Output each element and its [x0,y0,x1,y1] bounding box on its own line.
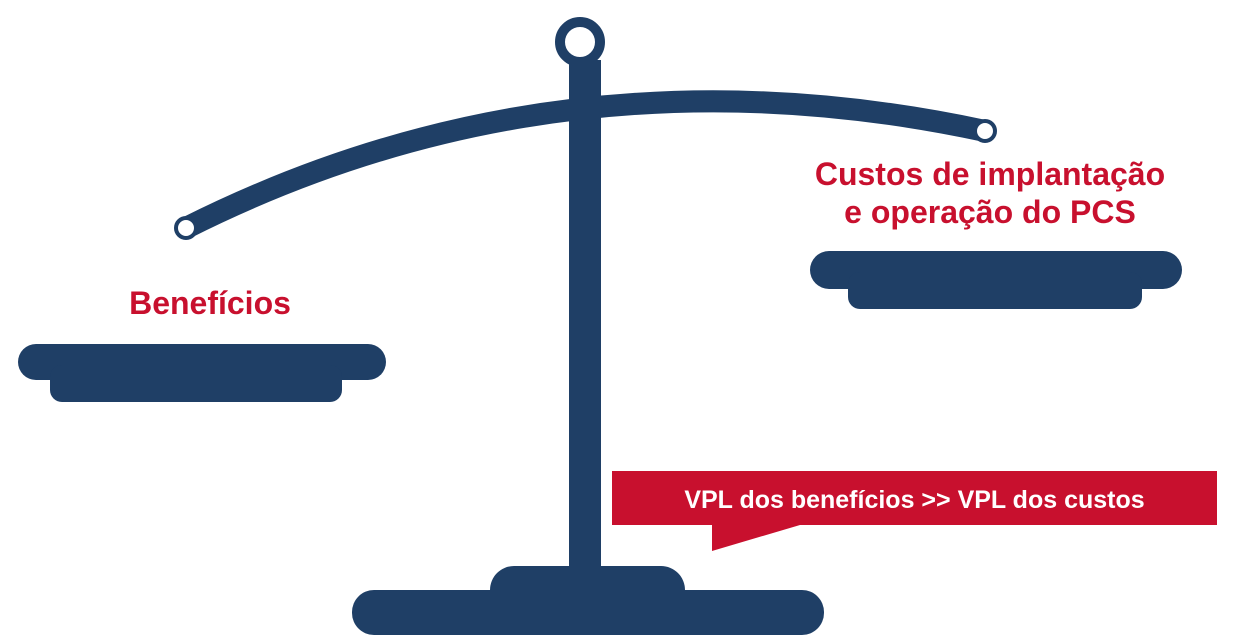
left-pan-bottom [50,365,342,402]
benefits-label-text: Benefícios [129,285,291,321]
callout-text: VPL dos benefícios >> VPL dos custos [684,486,1145,514]
costs-label-line-2: e operação do PCS [844,194,1136,230]
costs-label-line-1: Custos de implantação [814,156,1166,192]
right-pan-bottom [848,272,1142,309]
beam-end-right [973,119,997,143]
callout-box [612,471,1217,551]
scale-pillar [569,60,601,600]
scale-base-lower [352,590,824,635]
benefits-label: Benefícios [80,283,340,323]
beam-end-left [174,216,198,240]
scale-top-ring [555,17,605,67]
costs-label: Custos de implantação e operação do PCS [760,155,1220,231]
